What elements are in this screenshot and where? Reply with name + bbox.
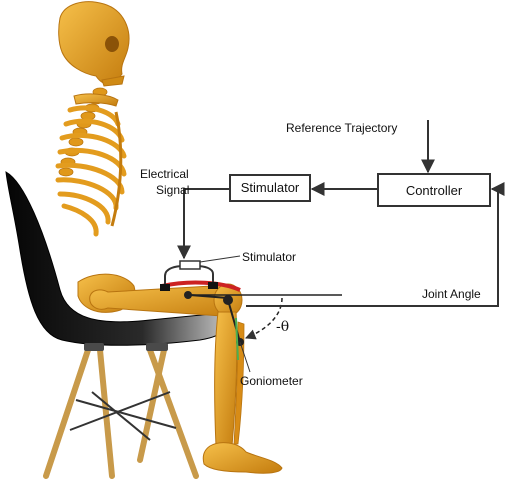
electrical-signal-label-line2: Signal bbox=[156, 183, 189, 197]
goniometer-knee-point bbox=[223, 295, 233, 305]
electrical-signal-label-line1: Electrical bbox=[140, 167, 189, 181]
skull bbox=[59, 2, 129, 86]
chair-illustration bbox=[6, 172, 234, 476]
chair-cross-brace bbox=[70, 392, 176, 440]
foot bbox=[203, 443, 282, 474]
theta-label: -θ bbox=[276, 319, 289, 335]
right-electrode bbox=[208, 282, 218, 289]
stimulator-electrode-label: Stimulator bbox=[242, 250, 296, 264]
tibia bbox=[215, 312, 237, 446]
reference-trajectory-label: Reference Trajectory bbox=[286, 121, 397, 135]
controller-label: Controller bbox=[406, 183, 463, 198]
electrode-stimulator-pointer bbox=[200, 256, 240, 262]
joint-angle-label: Joint Angle bbox=[422, 287, 481, 301]
stimulator-to-electrode-arrow bbox=[184, 189, 230, 258]
block-diagram: Controller Stimulator bbox=[184, 120, 498, 306]
electrode-stimulator-box bbox=[180, 261, 200, 269]
chair-shell bbox=[6, 172, 234, 345]
goniometer-label: Goniometer bbox=[240, 374, 303, 388]
stimulator-box-label: Stimulator bbox=[241, 180, 300, 195]
left-electrode bbox=[160, 284, 170, 291]
